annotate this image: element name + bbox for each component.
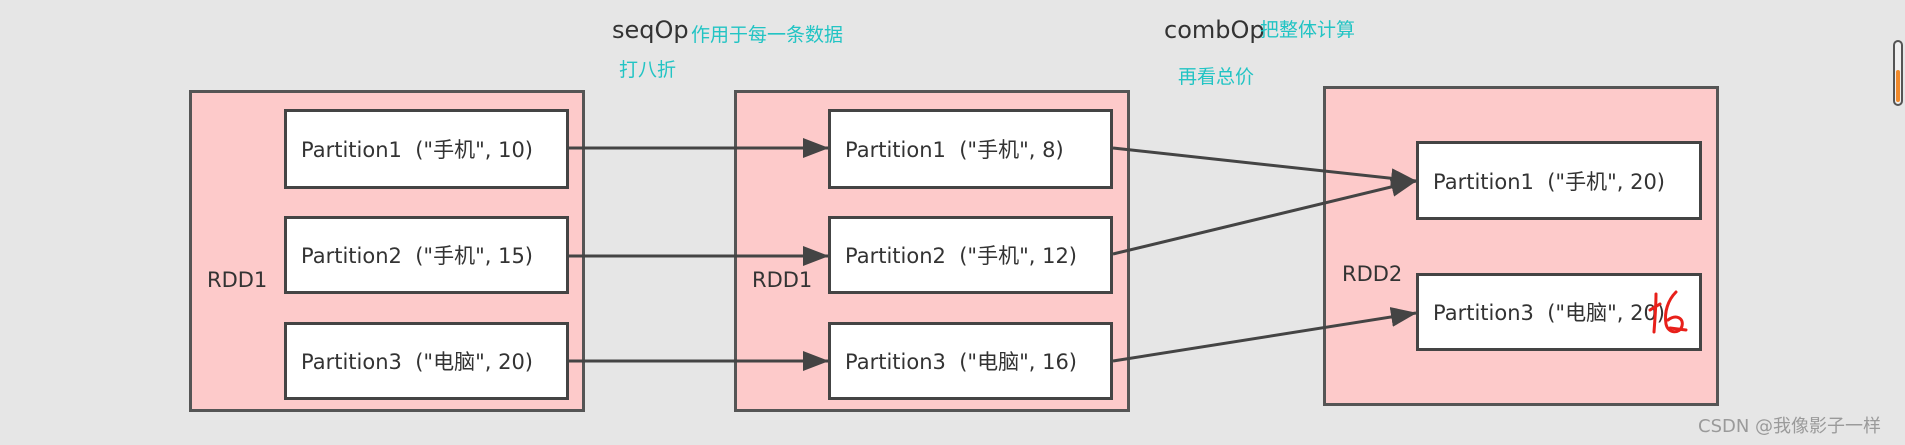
seqop-note-line2: 打八折 [619, 59, 677, 81]
vertical-scrollbar[interactable] [1893, 40, 1903, 106]
rdd-group-combop-result [1323, 86, 1719, 406]
watermark: CSDN @我像影子一样 [1698, 416, 1882, 437]
partition-source-3: Partition3 ("电脑", 20) [284, 322, 569, 400]
arrow-combop-1 [1112, 146, 1417, 189]
seqop-title: seqOp [612, 16, 689, 44]
seqop-note-line1: 作用于每一条数据 [691, 24, 844, 46]
arrow-combop-2 [1112, 177, 1417, 256]
partition-seqop-1: Partition1 ("手机", 8) [828, 109, 1113, 189]
partition-seqop-3: Partition3 ("电脑", 16) [828, 322, 1113, 400]
partition-source-1: Partition1 ("手机", 10) [284, 109, 569, 189]
partition-combop-1: Partition1 ("手机", 20) [1416, 141, 1702, 220]
combop-note-line1: 把整体计算 [1260, 19, 1356, 41]
rdd-label-source: RDD1 [207, 268, 268, 292]
partition-source-2: Partition2 ("手机", 15) [284, 216, 569, 294]
arrow-combop-3 [1112, 307, 1417, 363]
handwritten-correction-mark [1648, 290, 1688, 334]
rdd-label-seqop-result: RDD1 [752, 268, 813, 292]
combop-title: combOp [1164, 16, 1265, 44]
partition-seqop-2: Partition2 ("手机", 12) [828, 216, 1113, 294]
scrollbar-thumb[interactable] [1896, 70, 1900, 102]
rdd-label-combop-result: RDD2 [1342, 262, 1403, 286]
combop-note-line2: 再看总价 [1178, 66, 1255, 88]
